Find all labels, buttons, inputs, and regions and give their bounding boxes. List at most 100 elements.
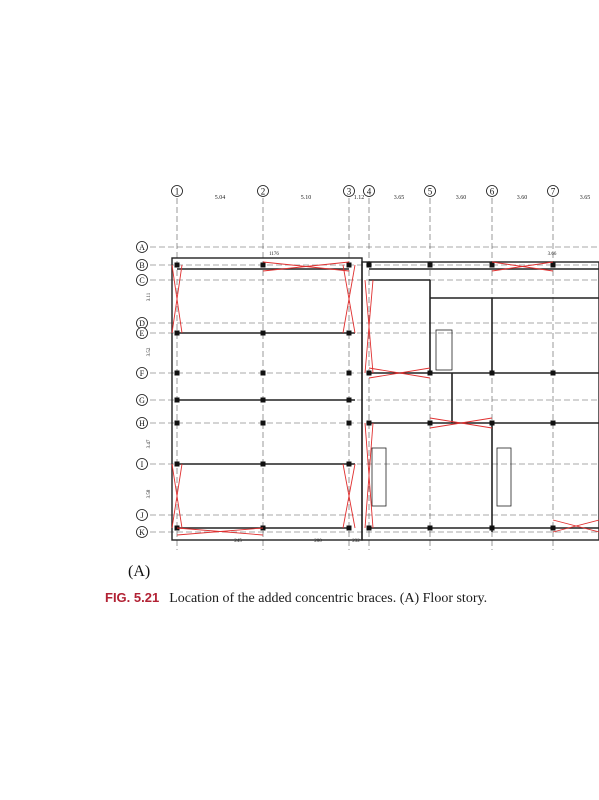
column-5-2 (489, 370, 495, 376)
caption-text: Location of the added concentric braces.… (169, 591, 488, 606)
column-spacing-7: 3.65 (580, 195, 591, 201)
brace-3b (176, 527, 264, 536)
col-bubble-label-7: 7 (551, 187, 556, 197)
col-bubble-label-5: 5 (428, 187, 433, 197)
column-6-0 (550, 262, 556, 268)
row-bubble-label-F: F (140, 369, 145, 378)
col-bubble-7 (547, 185, 559, 197)
column-6-4 (550, 420, 556, 426)
col-bubble-label-6: 6 (490, 187, 495, 197)
column-2-5 (346, 461, 352, 467)
brace-6b (429, 417, 493, 429)
panel-label: (A) (128, 563, 151, 580)
column-3-4 (366, 420, 372, 426)
row-bubble-label-J: J (140, 511, 143, 520)
row-spacing-8: 3.58 (147, 489, 152, 498)
column-5-4 (489, 420, 495, 426)
column-spacing-4: 3.65 (394, 195, 405, 201)
column-2-6 (346, 525, 352, 531)
column-3-6 (366, 525, 372, 531)
col-bubble-6 (486, 185, 498, 197)
column-1-3 (260, 397, 266, 403)
row-bubble-label-E: E (140, 329, 145, 338)
row-bubble-label-I: I (141, 460, 144, 469)
row-spacing-6: 3.47 (147, 439, 152, 448)
brace-10b (342, 463, 356, 529)
grid-lines (150, 198, 599, 550)
room-dim-bottom_3: 232 (352, 539, 360, 544)
column-2-4 (346, 420, 352, 426)
row-bubble-B (136, 259, 148, 271)
column-2-0 (346, 262, 352, 268)
column-5-0 (489, 262, 495, 268)
column-0-1 (174, 330, 180, 336)
walls (171, 257, 599, 541)
row-bubble-K (136, 526, 148, 538)
row-bubble-A (136, 241, 148, 253)
col-bubble-label-2: 2 (261, 187, 266, 197)
row-bubble-label-K: K (139, 528, 145, 537)
column-4-0 (427, 262, 433, 268)
brace-7b (171, 264, 183, 334)
column-0-5 (174, 461, 180, 467)
outer-wall-2 (361, 261, 599, 541)
column-3-0 (366, 262, 372, 268)
col-bubble-5 (424, 185, 436, 197)
column-1-0 (260, 262, 266, 268)
column-5-6 (489, 525, 495, 531)
room-dim-bottom_1: 245 (234, 539, 242, 544)
column-3-2 (366, 370, 372, 376)
brace-5b (368, 367, 431, 379)
row-bubble-label-A: A (139, 243, 145, 252)
room-dim-top_right: 3.66 (548, 252, 557, 257)
row-spacing-1: 3.11 (147, 292, 152, 301)
column-spacing-6: 3.60 (517, 195, 528, 201)
fixture-2 (496, 447, 512, 507)
col-bubble-3 (343, 185, 355, 197)
column-spacing-5: 3.60 (456, 195, 467, 201)
col-bubble-1 (171, 185, 183, 197)
row-bubble-H (136, 417, 148, 429)
fixture-3 (435, 329, 453, 371)
row-spacing-3: 3.52 (147, 347, 152, 356)
row-bubble-label-G: G (139, 396, 145, 405)
brace-12b (364, 422, 374, 529)
col-bubble-label-4: 4 (367, 187, 372, 197)
column-2-3 (346, 397, 352, 403)
row-bubble-C (136, 274, 148, 286)
column-1-4 (260, 420, 266, 426)
column-0-3 (174, 397, 180, 403)
row-bubble-label-D: D (139, 319, 145, 328)
concentric-braces (171, 261, 599, 536)
row-bubble-F (136, 367, 148, 379)
outer-wall-1 (171, 257, 363, 541)
row-bubble-label-C: C (139, 276, 144, 285)
column-spacing-3: 1.12 (354, 195, 365, 201)
row-bubble-I (136, 458, 148, 470)
col-bubble-label-1: 1 (175, 187, 180, 197)
column-0-2 (174, 370, 180, 376)
column-4-6 (427, 525, 433, 531)
column-1-1 (260, 330, 266, 336)
column-0-4 (174, 420, 180, 426)
row-bubble-G (136, 394, 148, 406)
room-dim-top: 1176 (269, 252, 279, 257)
brace-9b (342, 264, 356, 334)
column-1-2 (260, 370, 266, 376)
brace-11b (364, 279, 374, 374)
col-bubble-2 (257, 185, 269, 197)
fixture-1 (371, 447, 387, 507)
col-bubble-label-3: 3 (347, 187, 352, 197)
col-bubble-4 (363, 185, 375, 197)
column-1-5 (260, 461, 266, 467)
column-2-1 (346, 330, 352, 336)
row-bubble-label-H: H (139, 419, 145, 428)
row-bubble-E (136, 327, 148, 339)
column-6-2 (550, 370, 556, 376)
row-bubble-J (136, 509, 148, 521)
column-0-0 (174, 262, 180, 268)
